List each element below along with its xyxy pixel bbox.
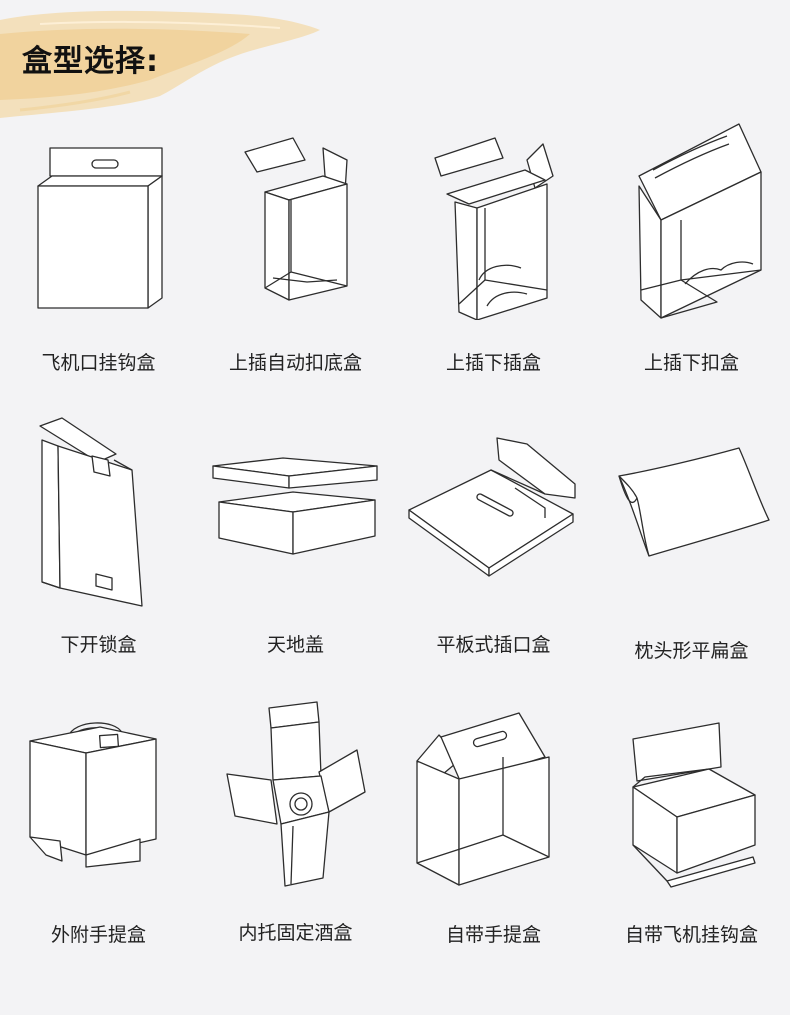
box-label: 自带手提盒: [445, 924, 541, 946]
brush-stroke-decoration: [0, 10, 320, 119]
box-label: 上插下插盒: [445, 352, 541, 374]
box-label: 自带飞机挂钩盒: [624, 924, 758, 946]
built-in-hang-tab-box-icon: [632, 722, 756, 888]
wine-box-with-insert-icon: [226, 701, 366, 887]
built-in-handle-box-icon: [416, 712, 550, 886]
box-item[interactable]: 上插自动扣底盒: [197, 130, 394, 380]
box-item[interactable]: 枕头形平扁盒: [593, 440, 790, 662]
box-item[interactable]: 下开锁盒: [0, 410, 197, 660]
box-item[interactable]: 平板式插口盒: [395, 430, 592, 660]
box-item[interactable]: 上插下插盒: [395, 130, 592, 380]
page-header: 盒型选择:: [0, 0, 790, 130]
box-label: 枕头形平扁盒: [634, 640, 749, 662]
flat-tuck-mailer-box-icon: [408, 437, 576, 577]
box-label: 外附手提盒: [50, 924, 146, 946]
box-item[interactable]: 外附手提盒: [0, 715, 197, 960]
tuck-top-tuck-bottom-box-icon: [434, 137, 554, 320]
box-item[interactable]: 上插下扣盒: [593, 120, 790, 380]
box-item[interactable]: 天地盖: [197, 440, 394, 660]
airplane-hang-hole-box-icon: [37, 147, 163, 309]
box-item[interactable]: 飞机口挂钩盒: [0, 140, 197, 380]
box-label: 天地盖: [266, 634, 324, 656]
tuck-top-snap-bottom-box-icon: [638, 123, 762, 319]
page-title: 盒型选择:: [22, 44, 159, 79]
box-label: 下开锁盒: [60, 634, 137, 656]
top-tuck-auto-lock-bottom-box-icon: [244, 137, 348, 301]
box-label: 内托固定酒盒: [238, 922, 353, 944]
pillow-box-icon: [618, 447, 770, 557]
box-label: 平板式插口盒: [436, 634, 551, 656]
box-item[interactable]: 自带手提盒: [395, 705, 592, 960]
box-label: 上插自动扣底盒: [228, 352, 362, 374]
box-item[interactable]: 内托固定酒盒: [197, 700, 394, 960]
box-label: 上插下扣盒: [643, 352, 739, 374]
bottom-lock-box-icon: [39, 417, 143, 607]
external-handle-box-icon: [29, 722, 157, 868]
lid-and-base-box-icon: [212, 457, 378, 555]
box-label: 飞机口挂钩盒: [41, 352, 156, 374]
box-item[interactable]: 自带飞机挂钩盒: [593, 715, 790, 960]
